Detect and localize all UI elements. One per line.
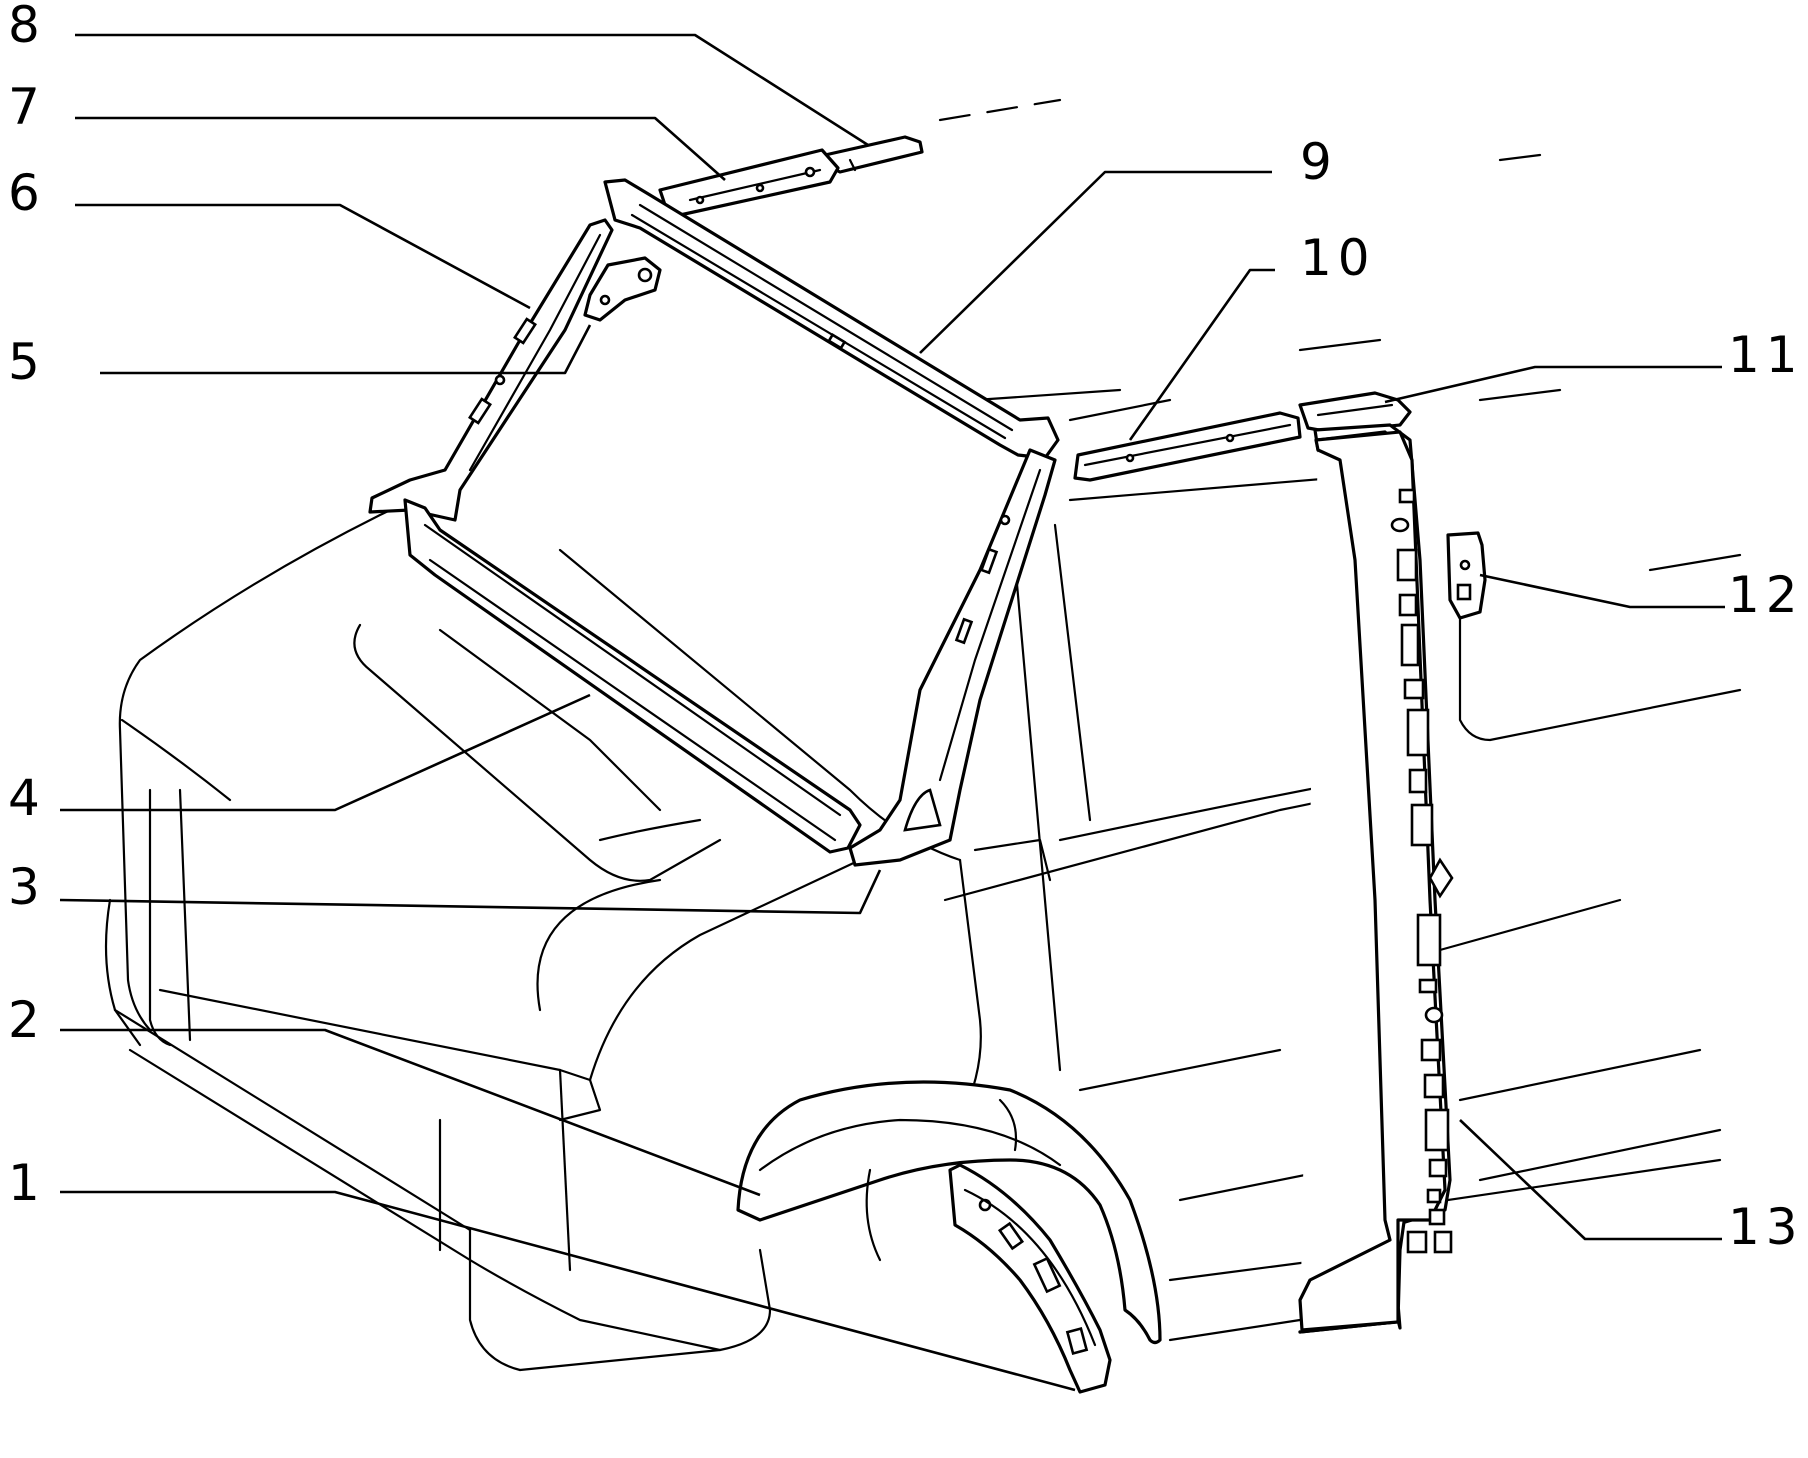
leader-line-4 (60, 693, 591, 812)
callout-9: 9 (1300, 133, 1338, 191)
leader-lines (59, 33, 1725, 1392)
leader-line-12 (1479, 573, 1725, 609)
leader-line-8 (75, 33, 869, 147)
part-1-wheel-arch-inner (948, 1163, 1112, 1394)
part-2-wheel-arch-outer (736, 1080, 1162, 1345)
callout-6: 6 (8, 164, 46, 222)
leader-line-3 (59, 869, 882, 915)
leader-line-10 (1128, 268, 1275, 441)
leader-line-6 (75, 203, 531, 310)
leader-line-1 (60, 1190, 1076, 1392)
callout-13: 13 (1728, 1198, 1804, 1256)
part-10-roof-rail-segment (1073, 411, 1302, 482)
part-4-scuttle-panel (403, 498, 862, 854)
part-5-bracket (583, 256, 662, 322)
part-3-a-pillar-right (848, 448, 1057, 867)
part-7-roof-rail (658, 148, 840, 217)
part-12-reinforcement-plate (1446, 531, 1487, 620)
leader-line-13 (1459, 1119, 1722, 1241)
part-11-pillar-top-bracket (1298, 391, 1412, 434)
part-6-a-pillar-left (368, 218, 614, 522)
callout-7: 7 (8, 78, 46, 136)
part-13-b-pillar (1298, 423, 1454, 1334)
callout-8: 8 (8, 0, 46, 54)
callout-1: 1 (8, 1154, 46, 1212)
leader-line-5 (100, 324, 592, 375)
callout-2: 2 (8, 991, 46, 1049)
callout-10: 10 (1300, 229, 1376, 287)
callout-3: 3 (8, 858, 46, 916)
callout-5: 5 (8, 333, 46, 391)
leader-line-2 (60, 1028, 761, 1197)
callout-12: 12 (1728, 566, 1804, 624)
leader-line-9 (919, 170, 1272, 354)
leader-line-7 (75, 116, 726, 181)
callout-11: 11 (1728, 326, 1804, 384)
callout-4: 4 (8, 769, 46, 827)
leader-line-11 (1384, 365, 1722, 404)
part-8-roof-end-piece (823, 135, 924, 174)
part-9-windscreen-header (603, 178, 1060, 460)
